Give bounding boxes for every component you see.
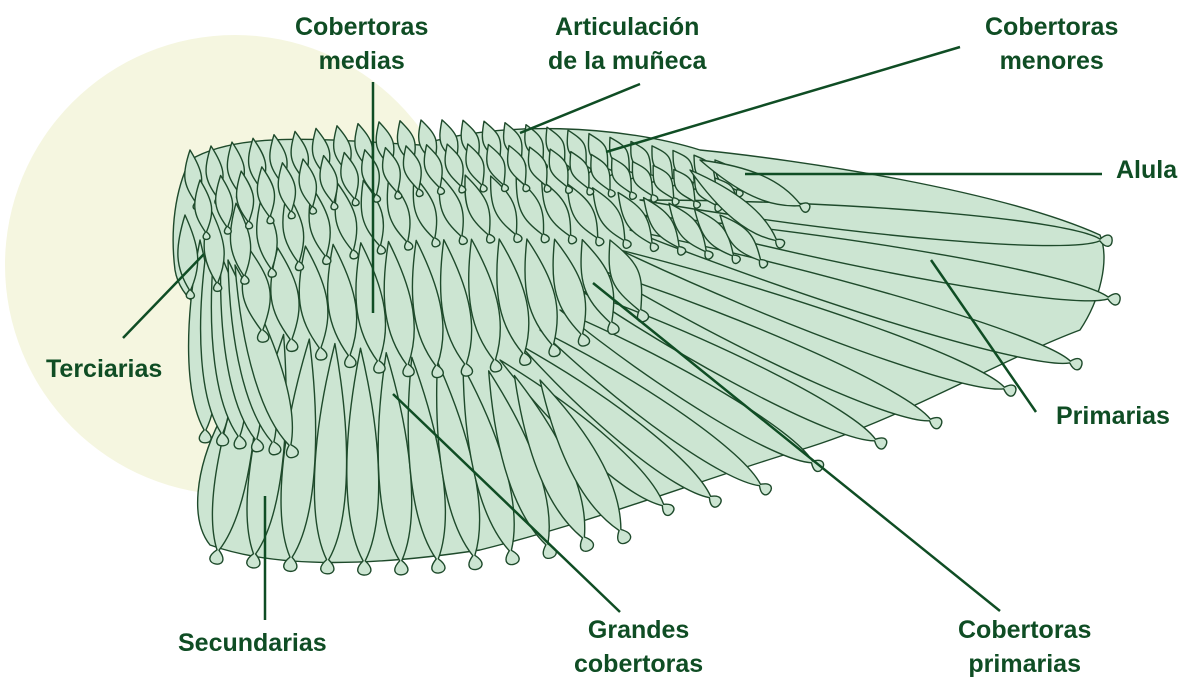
label-alula: Alula xyxy=(1116,153,1177,187)
label-primarias: Primarias xyxy=(1056,399,1170,433)
label-secundarias: Secundarias xyxy=(178,626,327,660)
label-terciarias: Terciarias xyxy=(46,352,162,386)
